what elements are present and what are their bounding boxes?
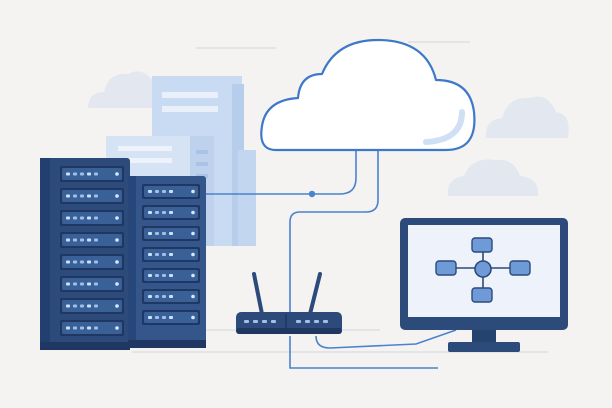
rack-left-unit — [60, 188, 124, 204]
rack-left-unit — [60, 320, 124, 336]
router-antenna-right — [308, 272, 322, 316]
router-icon — [236, 272, 342, 334]
cable-junction-dot — [308, 190, 316, 198]
rack-left-unit — [60, 276, 124, 292]
cloud-icon — [260, 38, 476, 152]
cable-cloud-router — [289, 150, 379, 316]
network-diagram-icon — [435, 237, 531, 303]
cable-server-cloud — [206, 150, 357, 195]
cable-router-floor — [289, 336, 438, 369]
network-cables — [206, 150, 457, 369]
bg-cloud-mid-right-icon — [447, 159, 539, 196]
rack-left-unit — [60, 254, 124, 270]
server-rack-right — [128, 176, 206, 348]
rack-right-unit — [142, 184, 200, 199]
rack-right-unit — [142, 205, 200, 220]
router-antenna-left — [252, 272, 264, 316]
cable-router-monitor — [315, 329, 457, 349]
bg-cloud-right-icon — [485, 96, 569, 138]
rack-right-unit — [142, 226, 200, 241]
monitor-icon — [400, 218, 568, 352]
rack-left-unit — [60, 166, 124, 182]
rack-right-unit — [142, 310, 200, 325]
rack-left-unit — [60, 232, 124, 248]
rack-right-unit — [142, 289, 200, 304]
server-rack-left — [40, 158, 130, 350]
rack-left-unit — [60, 210, 124, 226]
rack-left-unit — [60, 298, 124, 314]
rack-right-unit — [142, 247, 200, 262]
rack-right-unit — [142, 268, 200, 283]
